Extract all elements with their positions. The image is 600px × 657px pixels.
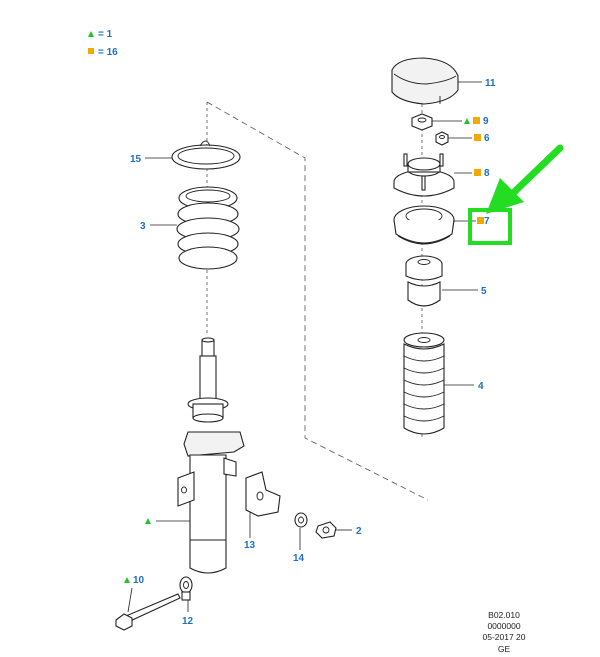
callout-10: 10 [133,575,145,586]
callout-13: 13 [244,540,256,551]
callout-12: 12 [182,616,194,627]
nut-6-square-icon [474,134,481,141]
nut-9-square-icon [473,117,480,124]
bearing-7: 7 [393,205,490,245]
dust-boot-4: 4 [403,332,484,435]
bracket-13: 13 [244,471,281,551]
callout-15: 15 [130,154,142,165]
reference-line-2: 0000000 [487,621,520,631]
coil-spring-3: 3 [140,186,240,270]
callout-6: 6 [484,133,490,144]
callout-5: 5 [481,286,487,297]
callout-14: 14 [293,553,305,564]
legend: = 1 = 16 [88,29,118,58]
top-cover-11: 11 [391,57,496,105]
nut-6: 6 [435,131,490,146]
legend-triangle-icon [88,31,94,37]
nut-12: 12 [179,576,194,627]
bolt-10: 10 [115,575,181,631]
washer-14: 14 [293,512,308,564]
nut-9-triangle-icon [464,118,470,124]
callout-8: 8 [484,168,490,179]
mount-8-square-icon [474,169,481,176]
nut-9: 9 [411,113,489,131]
callout-3: 3 [140,221,146,232]
reference-line-4: GE [498,644,511,654]
highlight-box [468,208,512,245]
nut-2: 2 [315,521,362,539]
bearing-7-square-icon [477,217,484,224]
reference-block: B02.010 0000000 05-2017 20 GE [482,610,525,654]
highlight-arrow-shaft [506,144,564,200]
legend-square-text: = 16 [98,47,118,58]
strut-triangle-icon [145,518,151,524]
highlight-arrowhead-icon [486,178,524,214]
callout-2: 2 [356,526,362,537]
callout-11: 11 [485,78,496,89]
bump-stop-5: 5 [405,255,487,307]
legend-triangle-text: = 1 [98,29,113,40]
spring-seat-15: 15 [130,140,241,170]
callout-7: 7 [484,216,490,227]
callout-9: 9 [483,116,489,127]
highlight-annotation [468,144,564,245]
strut-assembly-1 [145,337,245,574]
top-mount-8: 8 [393,153,490,197]
callout-4: 4 [478,381,484,392]
reference-line-1: B02.010 [488,610,520,620]
legend-square-icon [88,48,94,54]
bolt-triangle-icon [124,577,130,583]
reference-line-3: 05-2017 20 [482,632,525,642]
